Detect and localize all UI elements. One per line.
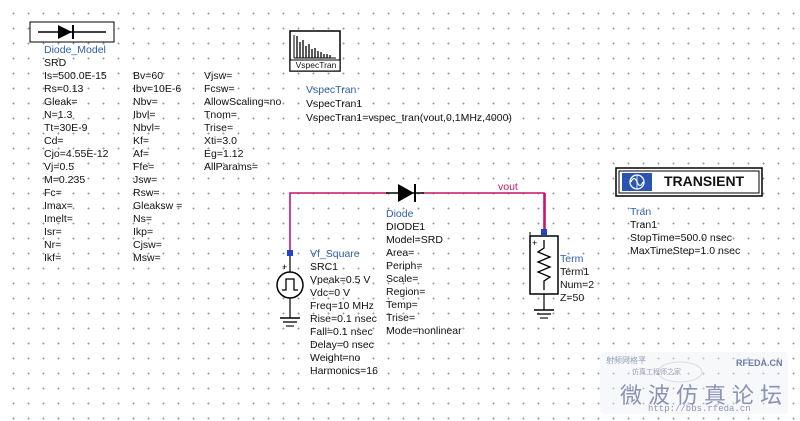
model-param: Af= (133, 148, 150, 160)
model-param: Fc= (44, 187, 62, 199)
watermark-seal (600, 352, 788, 414)
transient-icon[interactable] (615, 167, 763, 197)
watermark-url: http://bbs.rfeda.cn (648, 404, 751, 414)
watermark-main: 微波仿真论坛 (620, 384, 789, 409)
transient-params: Tran1 StopTime=500.0 nsec MaxTimeStep=1.… (630, 219, 740, 258)
svg-text:+: + (532, 238, 537, 248)
source-param: Vpeak=0.5 V (310, 274, 371, 286)
source-param: Freq=10 MHz (310, 300, 374, 312)
diode-param: Scale= (386, 273, 419, 285)
diode-param: Temp= (386, 299, 418, 311)
model-param: Cd= (44, 135, 64, 147)
transient-instance: Tran1 (630, 219, 658, 231)
model-param: N=1.3 (44, 109, 73, 121)
model-param: Bv=60 (133, 70, 164, 82)
diode-params: DIODE1 Model=SRD Area= Periph= Scale= Re… (386, 221, 462, 338)
model-param: Trise= (204, 122, 234, 134)
vspectran-expression: VspecTran1=vspec_tran(vout,0,1MHz,4000) (306, 112, 512, 124)
vspectran-icon[interactable] (289, 30, 341, 72)
vspectran-instance: VspecTran1 (306, 98, 363, 110)
model-param: Tnom= (204, 109, 237, 121)
source-instance: SRC1 (310, 261, 339, 273)
model-param: Vj=0.5 (44, 161, 75, 173)
svg-text:+: + (282, 262, 287, 272)
diode-param: Periph= (386, 260, 423, 272)
model-param: Nbv= (133, 96, 158, 108)
model-param: Imelt= (44, 213, 73, 225)
diode-param: Trise= (386, 312, 416, 324)
diode-param: Area= (386, 247, 415, 259)
term-instance: Term1 (560, 266, 590, 278)
diode-model-col3: Vjsw= Fcsw= AllowScaling=no Tnom= Trise=… (204, 70, 281, 174)
model-param: Gleaksw = (133, 200, 183, 212)
diode-name: Diode (386, 208, 414, 220)
term-param: Num=2 (560, 279, 595, 291)
diode-param: Model=SRD (386, 234, 443, 246)
source-params: SRC1 Vpeak=0.5 V Vdc=0 V Freq=10 MHz Ris… (310, 261, 378, 378)
watermark-top-left: 射频网格平 (606, 356, 646, 365)
model-param: AllParams= (204, 161, 258, 173)
model-param: Xti=3.0 (204, 135, 237, 147)
model-param: Nbvl= (133, 122, 161, 134)
watermark-top-right: RFEDA.CN (736, 358, 783, 368)
model-param: Rs=0.13 (44, 83, 84, 95)
term-params: Term1 Num=2 Z=50 (560, 266, 594, 305)
model-param: Eg=1.12 (204, 148, 244, 160)
term-symbol[interactable]: + (529, 229, 559, 319)
diode-instance: DIODE1 (386, 221, 426, 233)
model-param: Ikp= (133, 226, 154, 238)
source-param: Weight=no (310, 352, 361, 364)
source-param: Harmonics=16 (310, 365, 378, 377)
model-param: Ffe= (133, 161, 155, 173)
model-param: Ibvl= (133, 109, 156, 121)
source-param: Vdc=0 V (310, 287, 350, 299)
diode-param: Region= (386, 286, 426, 298)
diode-param: Mode=nonlinear (386, 325, 462, 337)
diode-model-col1: Is=500.0E-15 Rs=0.13 Gleak= N=1.3 Tt=30E… (44, 70, 109, 265)
vspectran-icon-label: VspecTran (295, 60, 337, 70)
transient-icon-label: TRANSIENT (664, 173, 745, 189)
model-param: M=0.235 (44, 174, 86, 186)
diode-model-col2: Bv=60 Ibv=10E-6 Nbv= Ibvl= Nbvl= Kf= Af=… (133, 70, 182, 265)
model-param: Cjo=4.55E-12 (44, 148, 109, 160)
model-param: Ibv=10E-6 (133, 83, 182, 95)
transient-param: MaxTimeStep=1.0 nsec (630, 245, 741, 257)
model-param: Isr= (44, 226, 62, 238)
model-param: Ikf= (44, 252, 62, 264)
model-param: Cjsw= (133, 239, 162, 251)
diode-model-name: Diode_Model (44, 44, 106, 56)
diode-symbol[interactable] (386, 184, 424, 202)
model-param: AllowScaling=no (204, 96, 282, 108)
source-param: Rise=0.1 nsec (310, 313, 377, 325)
model-param: Kf= (133, 135, 150, 147)
source-param: Fall=0.1 nsec (310, 326, 373, 338)
net-label-vout: vout (498, 181, 518, 193)
model-param: Ns= (133, 213, 152, 225)
wires (289, 192, 546, 253)
transient-name: Tran (630, 206, 652, 218)
transient-param: StopTime=500.0 nsec (630, 232, 733, 244)
source-param: Delay=0 nsec (310, 339, 374, 351)
term-name: Term (560, 253, 584, 265)
model-param: Fcsw= (204, 83, 235, 95)
vspectran-name: VspecTran (306, 84, 357, 96)
model-param: Is=500.0E-15 (44, 70, 107, 82)
model-param: Nr= (44, 239, 62, 251)
source-name: Vf_Square (310, 248, 360, 260)
watermark-subtitle: 仿真工程师之家 (632, 369, 681, 376)
model-param: Tt=30E-9 (44, 122, 88, 134)
model-param: Vjsw= (204, 70, 233, 82)
term-param: Z=50 (560, 292, 585, 304)
square-source-symbol[interactable]: + (276, 250, 304, 327)
model-param: Gleak= (44, 96, 78, 108)
model-param: Imax= (44, 200, 73, 212)
diode-model-instance: SRD (44, 57, 67, 69)
diode-model-symbol[interactable] (29, 21, 115, 43)
model-param: Jsw= (133, 174, 158, 186)
model-param: Rsw= (133, 187, 160, 199)
model-param: Msw= (133, 252, 161, 264)
